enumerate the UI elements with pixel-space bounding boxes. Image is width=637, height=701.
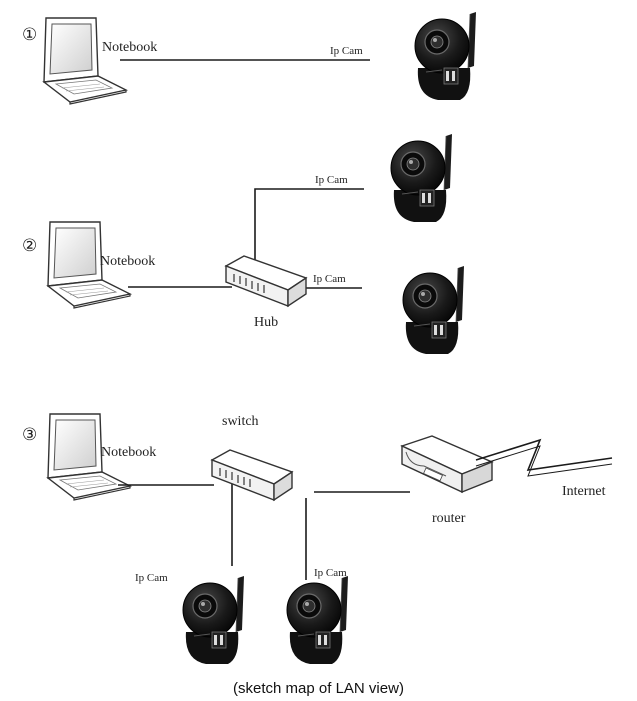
scenario-2: ② Notebook Hub Ip Cam Ip Cam — [22, 133, 465, 355]
scenario-3: ③ Notebook switch router Internet Ip Cam… — [22, 413, 613, 665]
internet-label: Internet — [562, 484, 606, 499]
router-label: router — [432, 511, 466, 526]
notebook-1-label: Notebook — [102, 40, 157, 55]
cam-2-bottom-label: Ip Cam — [313, 273, 346, 285]
notebook-3-label: Notebook — [101, 445, 156, 460]
ip-camera-3-left-icon — [182, 575, 245, 665]
cam-1-label: Ip Cam — [330, 45, 363, 57]
switch-icon — [211, 449, 293, 501]
notebook-1-laptop-icon — [43, 17, 127, 105]
hub-icon — [225, 255, 307, 307]
scenario-1: ① Notebook Ip Cam — [22, 11, 477, 105]
ip-camera-1-icon — [414, 11, 477, 101]
cam-2-top-label: Ip Cam — [315, 174, 348, 186]
cam-3-right-label: Ip Cam — [314, 567, 347, 579]
scenario-1-number: ① — [22, 25, 37, 45]
notebook-2-label: Notebook — [100, 254, 155, 269]
ip-camera-3-right-icon — [286, 575, 349, 665]
switch-label: switch — [222, 414, 259, 429]
ip-camera-2-top-icon — [390, 133, 453, 223]
scenario-3-number: ③ — [22, 425, 37, 445]
diagram-caption: (sketch map of LAN view) — [233, 680, 404, 697]
cam-3-left-label: Ip Cam — [135, 572, 168, 584]
ip-camera-2-bottom-icon — [402, 265, 465, 355]
link-hub-cam-top — [254, 188, 364, 262]
lightning-link-icon — [475, 438, 613, 471]
scenario-2-number: ② — [22, 236, 37, 256]
router-icon — [401, 435, 493, 493]
hub-label: Hub — [254, 315, 278, 330]
